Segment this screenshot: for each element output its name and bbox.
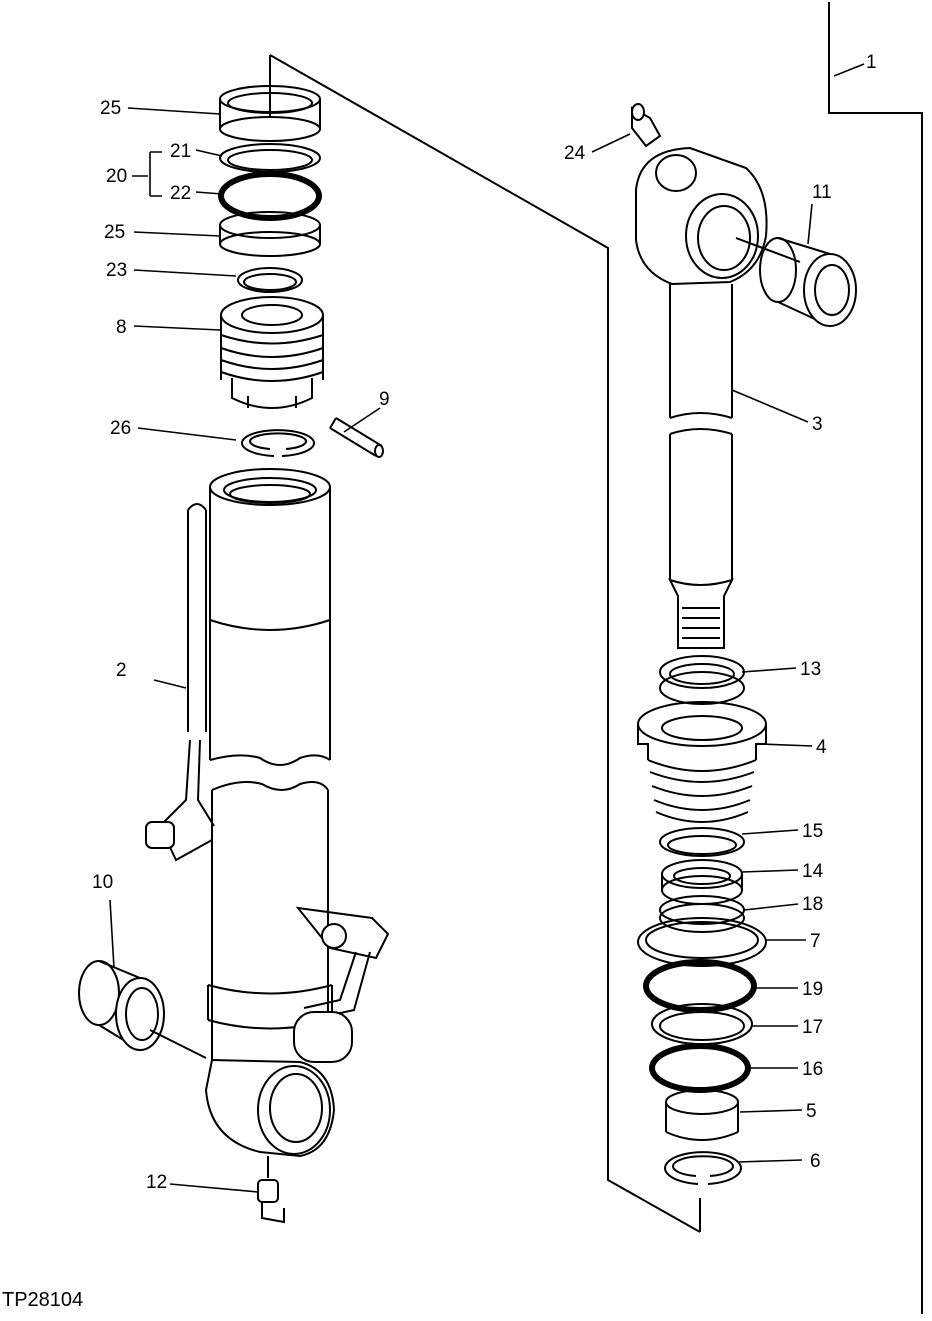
wiper-ring-upper [219,55,321,142]
seal-7 [637,917,767,967]
retaining-ring-26 [241,429,315,457]
callout-4: 4 [816,737,827,758]
boundary-lines [269,2,923,1314]
piston-4 [637,701,767,823]
callout-25-upper: 25 [100,98,121,119]
bushing-11 [735,237,857,327]
callout-13: 13 [800,659,821,680]
callout-3: 3 [812,414,823,435]
backup-ring-21 [219,143,321,173]
figure-code: TP28104 [2,1289,83,1311]
callout-18: 18 [802,894,823,915]
cylinder-head-8 [220,296,324,409]
callout-11: 11 [812,182,832,203]
callout-21: 21 [170,141,191,162]
callout-5: 5 [806,1101,817,1122]
leader-lines [109,63,865,1193]
callout-15: 15 [802,821,823,842]
callout-22: 22 [170,183,191,204]
callout-25-lower: 25 [104,222,125,243]
callout-20: 20 [106,166,127,187]
callout-10: 10 [92,872,113,893]
bushing-10 [78,960,207,1059]
callout-7: 7 [810,931,821,952]
piston-rod-3 [635,146,768,649]
o-ring-16 [649,1043,751,1093]
snap-ring-6 [664,1151,742,1185]
ring-13 [659,655,745,705]
callout-26: 26 [110,418,131,439]
grease-fitting-24 [631,103,662,148]
callout-23: 23 [106,260,127,281]
pin-9 [329,417,384,458]
o-ring-22 [218,171,322,221]
grease-fitting-12 [257,1179,285,1224]
callout-12: 12 [146,1172,167,1193]
callout-17: 17 [802,1017,823,1038]
nut-14 [661,859,743,905]
o-ring-19 [643,959,757,1013]
wiper-ring-lower [219,211,321,257]
callout-6: 6 [810,1151,821,1172]
callout-16: 16 [802,1059,823,1080]
callout-9: 9 [379,389,390,410]
snap-ring-23 [237,267,303,293]
callout-2: 2 [116,660,127,681]
callout-19: 19 [802,979,823,1000]
callout-14: 14 [802,861,824,882]
ring-18 [659,895,745,933]
callout-1: 1 [866,52,877,73]
ring-15 [659,827,745,857]
bushing-5 [665,1089,739,1141]
callout-24: 24 [564,143,586,164]
callout-8: 8 [116,317,127,338]
cylinder-barrel [145,468,390,1178]
callout-labels: 1 2 3 4 5 6 7 8 9 10 11 12 13 14 15 16 1… [92,52,877,1193]
